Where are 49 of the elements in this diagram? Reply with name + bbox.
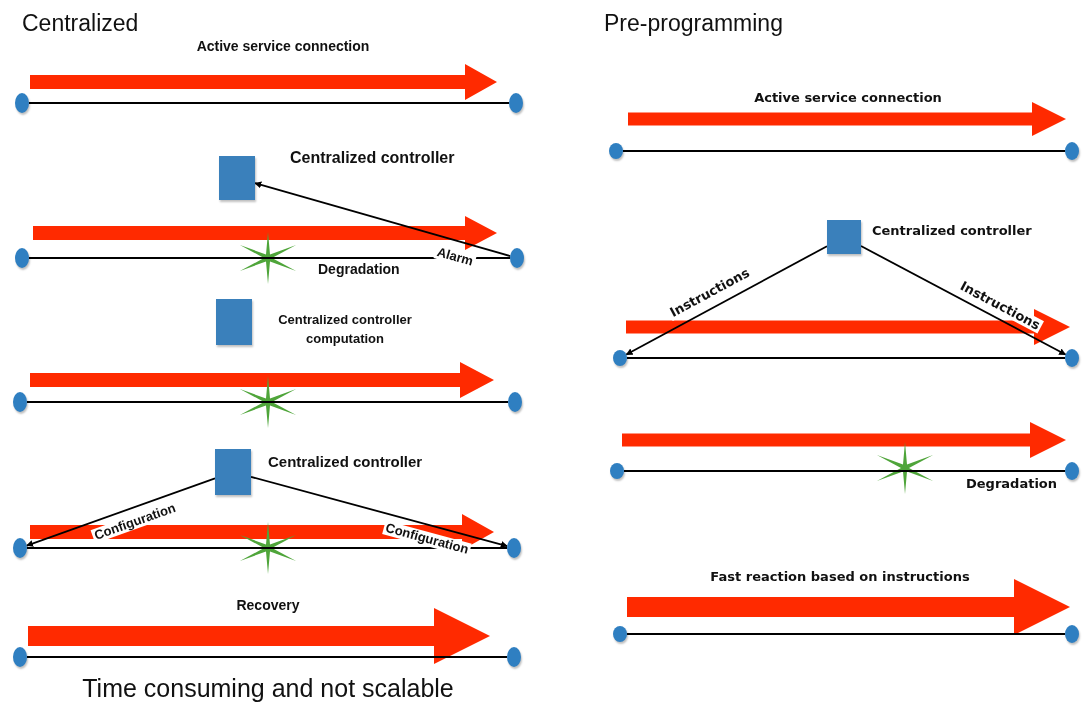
endpoint-circle: [508, 392, 522, 412]
endpoint-circle: [609, 143, 623, 159]
arrow: [25, 477, 216, 547]
connection-line: [29, 101, 509, 105]
connection-line: [27, 655, 507, 659]
controller-box: [827, 220, 861, 254]
annotation-text: Active service connection: [753, 90, 943, 105]
arrow: [625, 245, 828, 356]
endpoint-circle: [613, 350, 627, 366]
endpoint-circle: [509, 93, 523, 113]
endpoint-circle: [613, 626, 627, 642]
arrow: [860, 245, 1067, 356]
endpoint-circle: [1065, 625, 1079, 643]
connection-line: [627, 632, 1065, 636]
node-caption: Centralized controller: [290, 148, 456, 168]
controller-box: [216, 299, 252, 345]
arrow: [254, 181, 512, 257]
endpoint-circle: [1065, 462, 1079, 480]
heading: Centralized: [22, 10, 140, 37]
controller-box: [219, 156, 255, 200]
endpoint-circle: [610, 463, 624, 479]
connection-line: [627, 356, 1065, 360]
heading: Pre-programming: [604, 10, 784, 37]
connection-line: [29, 256, 510, 260]
heading: Time consuming and not scalable: [81, 674, 455, 703]
annotation-text: Degradation: [966, 476, 1059, 491]
controller-box: [215, 449, 251, 495]
endpoint-circle: [1065, 142, 1079, 160]
connection-line: [624, 469, 1065, 473]
annotation-text: Fast reaction based on instructions: [709, 569, 971, 584]
annotation-text: Degradation: [318, 261, 401, 277]
endpoint-circle: [507, 538, 521, 558]
endpoint-circle: [15, 93, 29, 113]
endpoint-circle: [13, 538, 27, 558]
connection-line: [27, 546, 507, 550]
connection-line: [27, 400, 508, 404]
endpoint-circle: [1065, 349, 1079, 367]
node-caption: Centralized controller computation: [277, 311, 413, 348]
annotation-text: Recovery: [235, 597, 301, 613]
endpoint-circle: [13, 392, 27, 412]
endpoint-circle: [15, 248, 29, 268]
connection-line: [623, 149, 1065, 153]
endpoint-circle: [510, 248, 524, 268]
endpoint-circle: [13, 647, 27, 667]
annotation-text: Active service connection: [195, 38, 371, 54]
endpoint-circle: [507, 647, 521, 667]
node-caption: Centralized controller: [872, 222, 1032, 240]
arrow: [250, 475, 508, 548]
node-caption: Centralized controller: [268, 452, 424, 472]
